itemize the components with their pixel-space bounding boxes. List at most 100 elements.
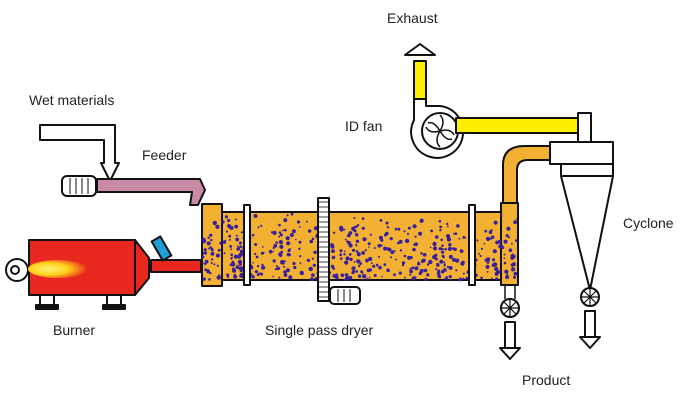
material-particle xyxy=(449,278,452,281)
material-particle xyxy=(292,261,296,266)
material-particle xyxy=(489,237,492,240)
material-particle xyxy=(389,237,393,241)
material-particle xyxy=(486,270,489,273)
material-particle xyxy=(252,262,254,264)
material-particle xyxy=(339,249,343,253)
material-particle xyxy=(333,274,337,279)
label-dryer: Single pass dryer xyxy=(265,322,374,338)
material-particle xyxy=(366,277,369,281)
material-particle xyxy=(407,226,411,230)
material-particle xyxy=(283,265,286,268)
material-particle xyxy=(352,248,356,252)
material-particle xyxy=(230,262,236,267)
material-particle xyxy=(222,240,226,244)
material-particle xyxy=(508,236,510,239)
material-particle xyxy=(283,260,286,263)
material-particle xyxy=(290,212,294,216)
material-particle xyxy=(453,247,457,251)
material-particle xyxy=(443,264,446,267)
material-particle xyxy=(281,229,284,232)
material-particle xyxy=(406,232,410,235)
material-particle xyxy=(443,261,445,264)
material-particle xyxy=(375,263,379,267)
material-particle xyxy=(460,261,465,266)
wet-materials-hopper xyxy=(39,124,120,182)
material-particle xyxy=(235,265,240,270)
material-particle xyxy=(362,278,364,281)
material-particle xyxy=(228,234,232,238)
material-particle xyxy=(412,247,416,252)
material-particle xyxy=(369,233,372,236)
material-particle xyxy=(478,252,480,255)
cyclone-rotary-valve-icon xyxy=(580,287,600,307)
material-particle xyxy=(298,226,301,228)
material-particle xyxy=(210,248,214,252)
material-particle xyxy=(407,255,412,260)
material-particle xyxy=(278,231,282,234)
material-particle xyxy=(409,267,412,270)
material-particle xyxy=(340,273,345,278)
material-particle xyxy=(498,244,503,249)
material-particle xyxy=(463,236,466,239)
material-particle xyxy=(224,215,228,219)
material-particle xyxy=(278,276,281,279)
material-particle xyxy=(237,255,241,259)
material-particle xyxy=(355,233,359,237)
material-particle xyxy=(261,265,266,270)
feeder xyxy=(61,175,206,206)
material-particle xyxy=(432,246,438,251)
material-particle xyxy=(381,275,383,278)
material-particle xyxy=(254,243,258,246)
material-particle xyxy=(238,253,240,256)
material-particle xyxy=(286,241,291,246)
material-particle xyxy=(345,275,349,279)
label-feeder: Feeder xyxy=(142,147,187,163)
material-particle xyxy=(296,220,301,224)
material-particle xyxy=(202,277,206,281)
material-particle xyxy=(257,226,260,229)
material-particle xyxy=(262,251,265,254)
material-particle xyxy=(331,249,335,254)
material-particle xyxy=(446,222,449,226)
material-particle xyxy=(510,263,515,267)
material-particle xyxy=(351,266,356,270)
material-particle xyxy=(230,248,233,251)
material-particle xyxy=(308,266,313,272)
material-particle xyxy=(456,224,460,228)
material-particle xyxy=(394,227,398,231)
material-particle xyxy=(240,231,243,234)
material-particle xyxy=(430,229,433,233)
material-particle xyxy=(339,225,344,231)
material-particle xyxy=(343,250,346,253)
material-particle xyxy=(441,244,444,247)
material-particle xyxy=(255,255,259,259)
cyclone xyxy=(549,141,614,349)
material-particle xyxy=(275,241,279,244)
material-particle xyxy=(362,237,367,242)
material-particle xyxy=(458,277,463,282)
material-particle xyxy=(251,233,255,237)
material-particle xyxy=(203,248,207,252)
material-particle xyxy=(503,261,507,265)
material-particle xyxy=(409,269,413,274)
material-particle xyxy=(208,247,211,250)
material-particle xyxy=(343,228,346,231)
material-particle xyxy=(361,272,364,274)
material-particle xyxy=(209,233,213,237)
material-particle xyxy=(276,266,281,270)
material-particle xyxy=(414,266,419,271)
material-particle xyxy=(434,235,439,239)
id-fan-icon xyxy=(410,98,465,159)
material-particle xyxy=(386,269,389,272)
material-particle xyxy=(506,273,509,275)
material-particle xyxy=(234,218,237,221)
material-particle xyxy=(261,263,264,267)
material-particle xyxy=(235,237,240,242)
material-particle xyxy=(435,268,438,271)
material-particle xyxy=(458,237,461,240)
material-particle xyxy=(261,246,264,248)
material-particle xyxy=(210,258,214,261)
material-particle xyxy=(503,253,506,256)
material-particle xyxy=(436,271,441,276)
material-particle xyxy=(510,267,516,272)
